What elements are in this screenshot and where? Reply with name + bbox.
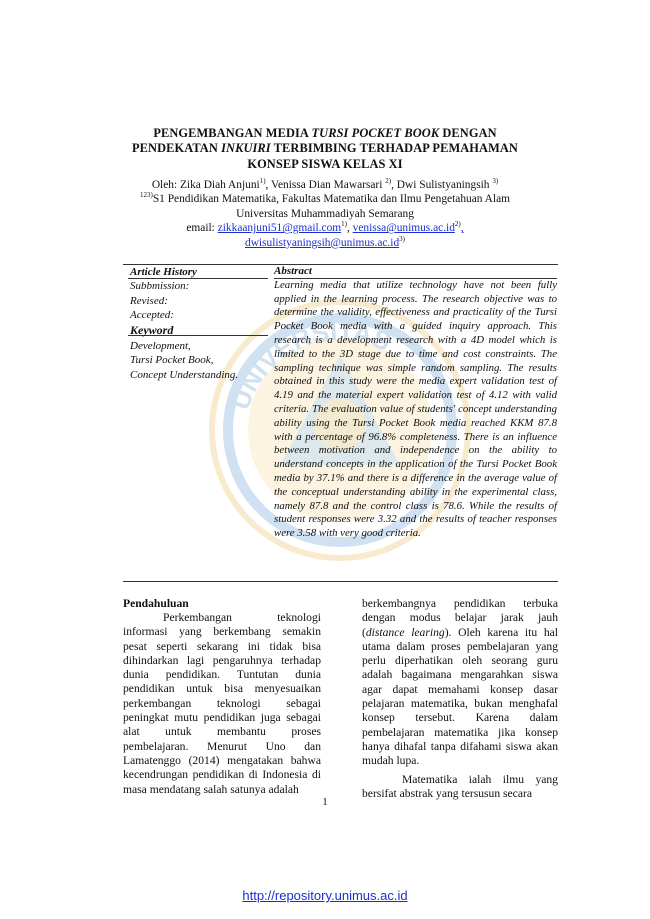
repository-link[interactable]: http://repository.unimus.ac.id <box>242 888 408 903</box>
body-column-left: Perkembangan teknologi informasi yang be… <box>123 611 321 797</box>
keyword-item: Development, <box>130 340 191 353</box>
keyword-item: Concept Understanding. <box>130 368 239 381</box>
university-seal-watermark: UNIVERSITAS <box>209 299 471 561</box>
university: Universitas Muhammadiyah Semarang <box>236 207 414 220</box>
repository-footer: http://repository.unimus.ac.id <box>0 888 650 903</box>
paragraph: Matematika ialah ilmu yang bersifat abst… <box>362 772 558 800</box>
top-rule <box>123 264 558 265</box>
abstract-text: Learning media that utilize technology h… <box>274 278 557 540</box>
right-header-rule <box>274 278 557 279</box>
abstract-heading: Abstract <box>274 265 312 277</box>
affiliation: 123)S1 Pendidikan Matematika, Fakultas M… <box>140 191 510 206</box>
page-number: 1 <box>322 796 328 808</box>
bottom-rule <box>123 581 558 582</box>
section-heading: Pendahuluan <box>123 597 189 610</box>
paragraph: Perkembangan teknologi informasi yang be… <box>123 611 321 796</box>
email-line: email: zikkaanjuni51@gmail.com1), veniss… <box>186 220 464 235</box>
keyword-rule <box>128 335 268 336</box>
email-comma[interactable]: , <box>460 222 464 235</box>
paper-title: PENGEMBANGAN MEDIA TURSI POCKET BOOK DEN… <box>132 126 518 171</box>
article-meta: Article History Subbmission: Revised: Ac… <box>130 265 270 382</box>
accepted-label: Accepted: <box>130 309 174 322</box>
abstract-block: Abstract Learning media that utilize tec… <box>274 265 557 541</box>
email-link-3[interactable]: dwisulistyaningsih@unimus.ac.id <box>245 236 400 249</box>
author-block: Oleh: Zika Diah Anjuni1), Venissa Dian M… <box>80 178 570 250</box>
article-history-heading: Article History <box>130 266 197 278</box>
paragraph: berkembangnya pendidikan terbuka dengan … <box>362 597 558 768</box>
email-link-2[interactable]: venissa@unimus.ac.id <box>352 222 455 235</box>
keyword-item: Tursi Pocket Book, <box>130 354 214 367</box>
author-names: Oleh: Zika Diah Anjuni1), Venissa Dian M… <box>151 177 499 191</box>
keyword-heading: Keyword <box>130 322 174 337</box>
left-header-rule <box>128 278 268 279</box>
submission-label: Subbmission: <box>130 280 190 293</box>
revised-label: Revised: <box>130 294 168 307</box>
body-column-right: berkembangnya pendidikan terbuka dengan … <box>362 597 558 801</box>
email-link-1[interactable]: zikkaanjuni51@gmail.com <box>217 222 342 235</box>
